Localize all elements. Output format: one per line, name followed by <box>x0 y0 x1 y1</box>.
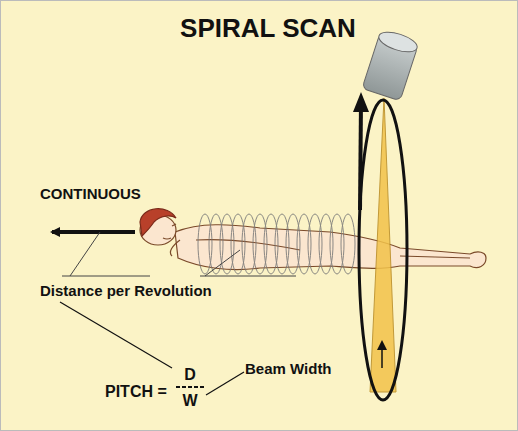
distance-label: Distance per Revolution <box>40 283 212 300</box>
patient <box>140 209 486 270</box>
pitch-numerator: D <box>184 366 196 384</box>
motion-arrow <box>52 230 135 234</box>
distance-marks <box>62 232 296 276</box>
fraction-bar <box>176 386 204 388</box>
leader-line <box>381 342 383 368</box>
beam-width-label: Beam Width <box>245 361 332 378</box>
leader-line <box>206 372 244 395</box>
pitch-label: PITCH = <box>105 383 167 401</box>
pitch-denominator: W <box>182 392 197 410</box>
x-ray-beam <box>370 98 396 392</box>
title: SPIRAL SCAN <box>180 14 356 43</box>
leader-line <box>60 302 172 368</box>
rotation-arrow <box>360 102 361 210</box>
motion-label: CONTINUOUS <box>40 186 141 203</box>
spiral-path <box>198 214 355 274</box>
gantry-rotation <box>359 100 407 400</box>
x-ray-tube <box>362 28 419 101</box>
